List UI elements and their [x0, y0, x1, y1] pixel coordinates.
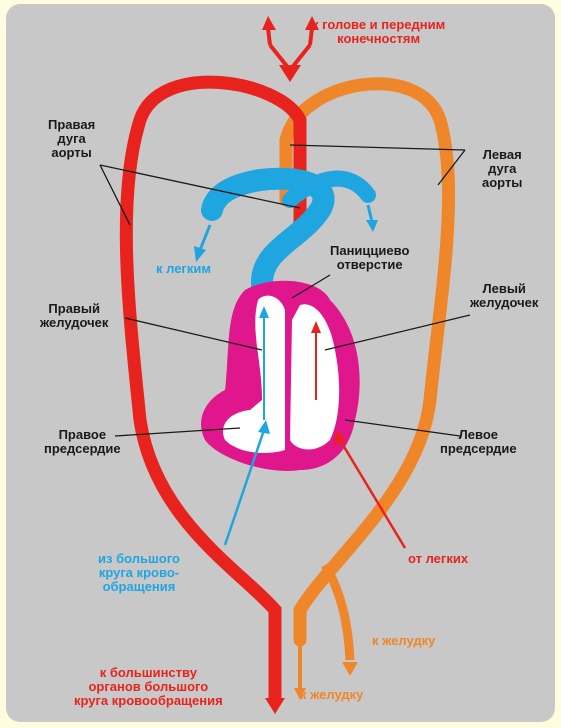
head-arrow-left	[262, 16, 276, 30]
stomach-artery	[325, 565, 350, 660]
to-lungs-label: к легким	[156, 262, 211, 276]
to-stomach-label: к желудку	[372, 634, 435, 648]
from-lungs-label: от легких	[408, 552, 468, 566]
organs-arrow-head	[265, 698, 285, 714]
to-stomach-label-2: к желудку	[300, 688, 363, 702]
stomach-arrow-head	[342, 662, 358, 676]
